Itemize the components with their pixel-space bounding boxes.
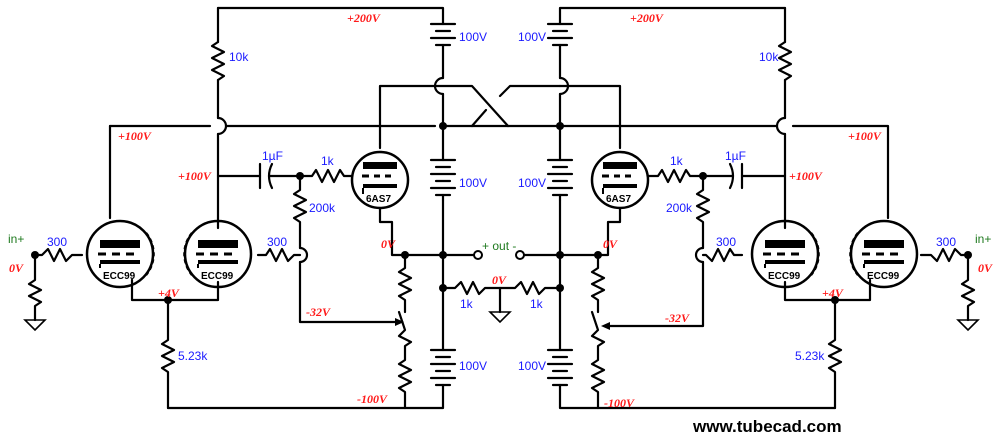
label-300-grid-right: 300: [716, 235, 736, 249]
left-wires: [23, 6, 562, 410]
label-10k-right: 10k: [759, 50, 779, 64]
tube-6as7-right: 6AS7: [590, 150, 650, 210]
label-200k-right: 200k: [666, 201, 693, 215]
label-300-grid-left: 300: [267, 235, 287, 249]
tube-label: ECC99: [768, 271, 801, 282]
label-0v-left: 0V: [381, 237, 396, 251]
label-1uf-left: 1µF: [262, 149, 283, 163]
label-1k-grid-right: 1k: [670, 154, 684, 168]
tube-ecc99-right-2: ECC99: [849, 219, 919, 289]
label-100v-low-left: 100V: [459, 359, 487, 373]
label-1k-out-right: 1k: [530, 297, 544, 311]
label-in-plus-right: in+: [975, 232, 991, 246]
label-300-in-left: 300: [47, 235, 67, 249]
component-labels: 10k 10k 100V 100V 100V 100V 100V 100V 1µ…: [47, 30, 956, 373]
label-100v-mid-right: 100V: [518, 176, 546, 190]
label-300-in-right: 300: [936, 235, 956, 249]
label-523k-right: 5.23k: [795, 349, 825, 363]
label-minus100-right: -100V: [604, 396, 635, 410]
tube-label: 6AS7: [606, 194, 631, 205]
website-url: www.tubecad.com: [692, 417, 842, 436]
label-in-plus-left: in+: [8, 232, 24, 246]
label-minus32-left: -32V: [306, 305, 331, 319]
label-plus100-left-inner: +100V: [178, 169, 212, 183]
voltage-labels: +200V +200V +100V +100V +100V +100V +4V …: [9, 11, 993, 410]
right-wires: [522, 6, 980, 410]
label-523k-left: 5.23k: [178, 349, 208, 363]
label-100v-mid-left: 100V: [459, 176, 487, 190]
label-10k-left: 10k: [229, 50, 249, 64]
label-plus100-right-outer: +100V: [848, 129, 882, 143]
tube-label: ECC99: [103, 271, 136, 282]
tube-ecc99-right-1: ECC99: [750, 219, 820, 289]
label-plus4-right: +4V: [822, 286, 844, 300]
label-minus100-left: -100V: [357, 392, 388, 406]
tube-6as7-left: 6AS7: [350, 150, 410, 210]
tube-label: ECC99: [867, 271, 900, 282]
io-labels: in+ in+ + out -: [8, 232, 991, 253]
label-0v-in-right: 0V: [978, 261, 993, 275]
left-junctions: [31, 122, 483, 304]
label-1k-grid-left: 1k: [321, 154, 335, 168]
label-minus32-right: -32V: [665, 311, 690, 325]
label-0v-in-left: 0V: [9, 261, 24, 275]
label-out: + out -: [482, 239, 516, 253]
label-0v-right: 0V: [603, 237, 618, 251]
label-plus200-left: +200V: [347, 11, 381, 25]
label-plus200-right: +200V: [630, 11, 664, 25]
label-0v-center: 0V: [492, 273, 507, 287]
label-1uf-right: 1µF: [725, 149, 746, 163]
tube-label: 6AS7: [366, 194, 391, 205]
label-100v-top-left: 100V: [459, 30, 487, 44]
label-100v-low-right: 100V: [518, 359, 546, 373]
label-1k-out-left: 1k: [460, 297, 474, 311]
tube-ecc99-left-1: ECC99: [85, 219, 155, 289]
right-junctions: [515, 122, 972, 304]
label-200k-left: 200k: [309, 201, 336, 215]
tube-ecc99-left-2: ECC99: [183, 219, 253, 289]
label-plus100-right-inner: +100V: [789, 169, 823, 183]
label-plus100-left-outer: +100V: [118, 129, 152, 143]
label-100v-top-right: 100V: [518, 30, 546, 44]
label-plus4-left: +4V: [158, 286, 180, 300]
tube-label: ECC99: [201, 271, 234, 282]
